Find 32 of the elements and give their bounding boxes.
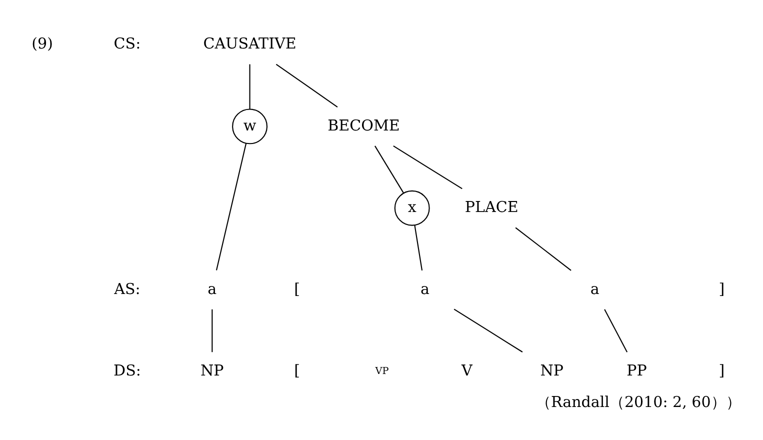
node-text: CAUSATIVE <box>202 34 296 52</box>
node-circle: x <box>394 190 430 226</box>
label: VP <box>374 365 388 376</box>
node-text: a <box>207 279 216 298</box>
node-text: PP <box>626 361 646 380</box>
connector <box>604 308 628 352</box>
node-text: NP <box>540 361 563 380</box>
node-text: a <box>420 279 429 298</box>
label: [ <box>294 361 300 380</box>
node-circle: w <box>232 108 268 144</box>
connector <box>414 224 422 270</box>
node-text: a <box>590 279 599 298</box>
label: DS: <box>113 361 140 380</box>
label: [ <box>294 279 300 298</box>
connector <box>248 64 250 109</box>
connector <box>514 226 571 270</box>
caption: （Randall（2010: 2, 60）） <box>535 392 740 411</box>
label: ] <box>718 361 724 380</box>
node-text: BECOME <box>327 116 400 134</box>
label: V <box>460 361 472 380</box>
connector <box>392 145 462 189</box>
connector <box>211 308 212 352</box>
node-text: PLACE <box>464 198 518 216</box>
connector <box>215 142 246 270</box>
node-text: NP <box>200 361 224 380</box>
connector <box>275 63 338 107</box>
connector <box>374 145 404 193</box>
label: CS: <box>113 34 140 52</box>
label: ] <box>718 279 724 298</box>
connector <box>453 308 522 352</box>
label: AS: <box>114 279 140 298</box>
label: (9) <box>31 34 52 52</box>
